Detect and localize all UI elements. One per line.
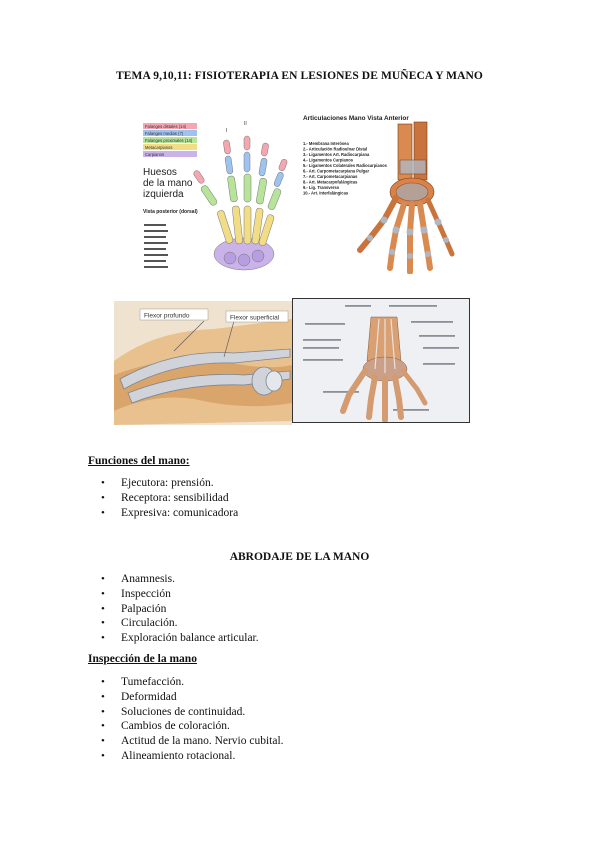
legend-item: Falanges proximales (14): [145, 138, 193, 143]
bones-title-line: de la mano: [143, 178, 193, 189]
list-item: Tumefacción.: [97, 675, 284, 690]
joints-legend: 1.- Membrana Interósea 2.- Articulación …: [303, 141, 388, 196]
list-item: Exploración balance articular.: [97, 631, 259, 646]
list-item: Ejecutora: prensión.: [97, 476, 238, 491]
tendon-illustration: [119, 348, 291, 404]
funciones-list: Ejecutora: prensión. Receptora: sensibil…: [97, 476, 238, 520]
joints-legend-item: 2.- Articulación Radioulnar Distal: [303, 147, 367, 152]
section-heading-funciones: Funciones del mano:: [88, 455, 190, 467]
bones-legend: Falanges distales (14) Falanges medias (…: [143, 123, 197, 157]
legend-item: Falanges distales (14): [145, 124, 187, 129]
joints-legend-item: 3.- Ligamentos Art. Radiocarpiana: [303, 152, 370, 157]
flexor-tendons-figure: Flexor profundo Flexor superficial: [114, 301, 292, 425]
joints-legend-item: 7.- Art. Carpometacarpianas: [303, 174, 358, 179]
joints-legend-item: 10.- Art. Interfalángicas: [303, 191, 349, 196]
list-item: Alineamiento rotacional.: [97, 749, 284, 764]
joints-legend-item: 4.- Ligamentos Carpianos: [303, 158, 354, 163]
bones-title-line: Huesos: [143, 167, 177, 178]
hand-joints-illustration: [357, 121, 455, 274]
hand-skeleton-illustration: [193, 135, 288, 271]
list-item: Deformidad: [97, 690, 284, 705]
list-item: Actitud de la mano. Nervio cubital.: [97, 734, 284, 749]
section-heading-abordaje: ABRODAJE DE LA MANO: [229, 551, 370, 563]
abordaje-list: Anamnesis. Inspección Palpación Circulac…: [97, 572, 259, 646]
finger-label: I: [226, 128, 227, 134]
hand-joints-figure: Articulaciones Mano Vista Anterior 1.- M…: [300, 110, 462, 274]
page-title: TEMA 9,10,11: FISIOTERAPIA EN LESIONES D…: [116, 70, 483, 82]
legend-item: Metacarpianos: [145, 145, 172, 150]
list-item: Circulación.: [97, 616, 259, 631]
hand-dorsal-illustration: [340, 316, 428, 422]
list-item: Receptora: sensibilidad: [97, 491, 238, 506]
hand-bones-figure: Falanges distales (14) Falanges medias (…: [140, 118, 300, 276]
section-heading-inspeccion: Inspección de la mano: [88, 653, 197, 665]
joints-legend-item: 6.- Art. Carpometacarpiana Pulgar: [303, 169, 369, 174]
legend-item: Carpianos: [145, 152, 164, 157]
bones-title-line: izquierda: [143, 189, 184, 200]
inspeccion-list: Tumefacción. Deformidad Soluciones de co…: [97, 675, 284, 764]
legend-item: Falanges medias (7): [145, 131, 184, 136]
flexor-superficial-label: Flexor superficial: [230, 315, 280, 322]
joints-legend-item: 1.- Membrana Interósea: [303, 141, 349, 146]
list-item: Cambios de coloración.: [97, 719, 284, 734]
joints-legend-item: 8.- Art. Metacarpofalángicas: [303, 180, 358, 185]
list-item: Anamnesis.: [97, 572, 259, 587]
finger-label: II: [244, 121, 247, 127]
muscle-labels-illustration: [303, 305, 459, 411]
bones-view-label: Vista posterior (dorsal): [143, 209, 198, 215]
list-item: Palpación: [97, 602, 259, 617]
joints-legend-item: 9.- Lig. Transverso: [303, 185, 340, 190]
joints-title: Articulaciones Mano Vista Anterior: [303, 115, 409, 122]
joints-legend-item: 5.- Ligamentos Colaterales Radiocarpiano…: [303, 163, 388, 168]
flexor-deep-label: Flexor profundo: [144, 313, 190, 320]
list-item: Expresiva: comunicadora: [97, 506, 238, 521]
list-item: Inspección: [97, 587, 259, 602]
list-item: Soluciones de continuidad.: [97, 705, 284, 720]
hand-muscles-figure: [292, 298, 470, 423]
